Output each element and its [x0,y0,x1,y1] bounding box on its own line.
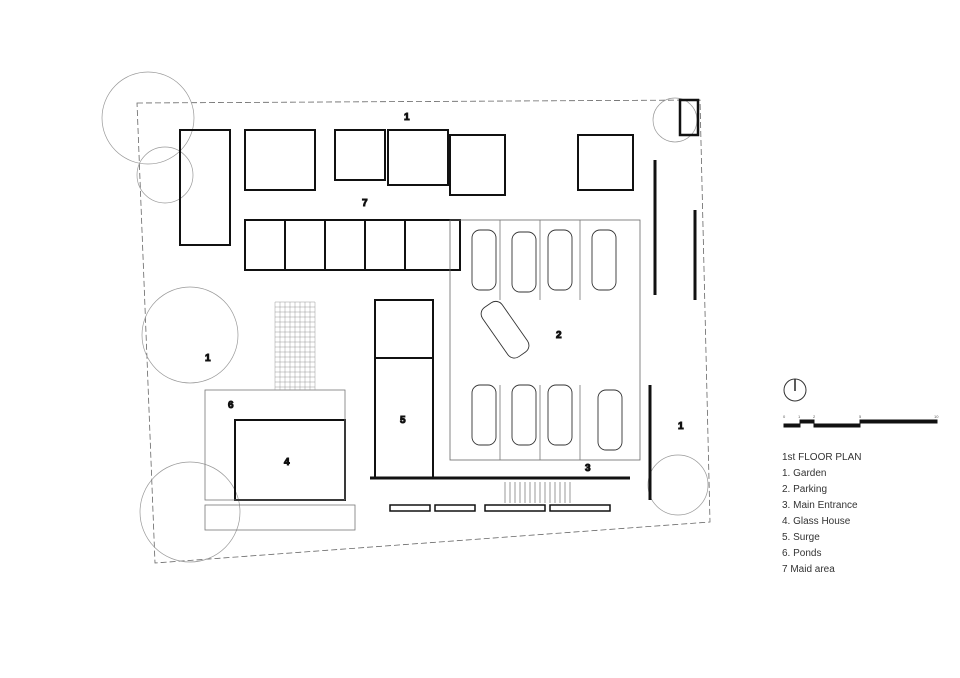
legend-item: 2. Parking [782,484,828,495]
car [471,384,497,446]
car [471,229,497,291]
pond-south [204,504,356,531]
car [597,389,623,451]
label-ponds: 6 [228,400,234,411]
parking-stalls [499,220,581,460]
legend-item: 7 Maid area [782,564,835,575]
glass-house [234,419,346,501]
tiled-court [274,301,316,390]
label-entrance: 3 [585,463,591,474]
legend-title: 1st FLOOR PLAN [782,452,862,463]
scale-bar [783,419,938,428]
north-arrow-icon [783,378,807,402]
car [547,229,573,291]
label-glass-house: 4 [284,457,290,468]
site-boundary [136,99,711,564]
car [480,300,530,359]
car [511,384,537,446]
scale-tick: 10 [934,414,939,419]
parking-area [449,219,641,461]
entrance-stairs [504,482,571,503]
trees [101,71,709,563]
scale-tick: 1 [798,414,801,419]
label-maid-area: 7 [362,198,368,209]
car [511,231,537,293]
car [547,384,573,446]
legend-item: 6. Ponds [782,548,822,559]
label-surge: 5 [400,415,406,426]
legend-item: 1. Garden [782,468,827,479]
label-parking: 2 [556,330,562,341]
pond [204,389,346,501]
legend: 1st FLOOR PLAN 1. Garden 2. Parking 3. M… [782,450,861,578]
car [591,229,617,291]
label-garden-top: 1 [404,112,410,123]
front-walls [370,160,697,512]
legend-item: 4. Glass House [782,516,851,527]
scale-tick: 0 [783,414,786,419]
scale-tick: 2 [813,414,816,419]
scale-tick: 5 [859,414,862,419]
legend-item: 3. Main Entrance [782,500,858,511]
walls [179,98,700,479]
label-garden-left: 1 [205,353,211,364]
legend-item: 5. Surge [782,532,820,543]
label-garden-right: 1 [678,421,684,432]
